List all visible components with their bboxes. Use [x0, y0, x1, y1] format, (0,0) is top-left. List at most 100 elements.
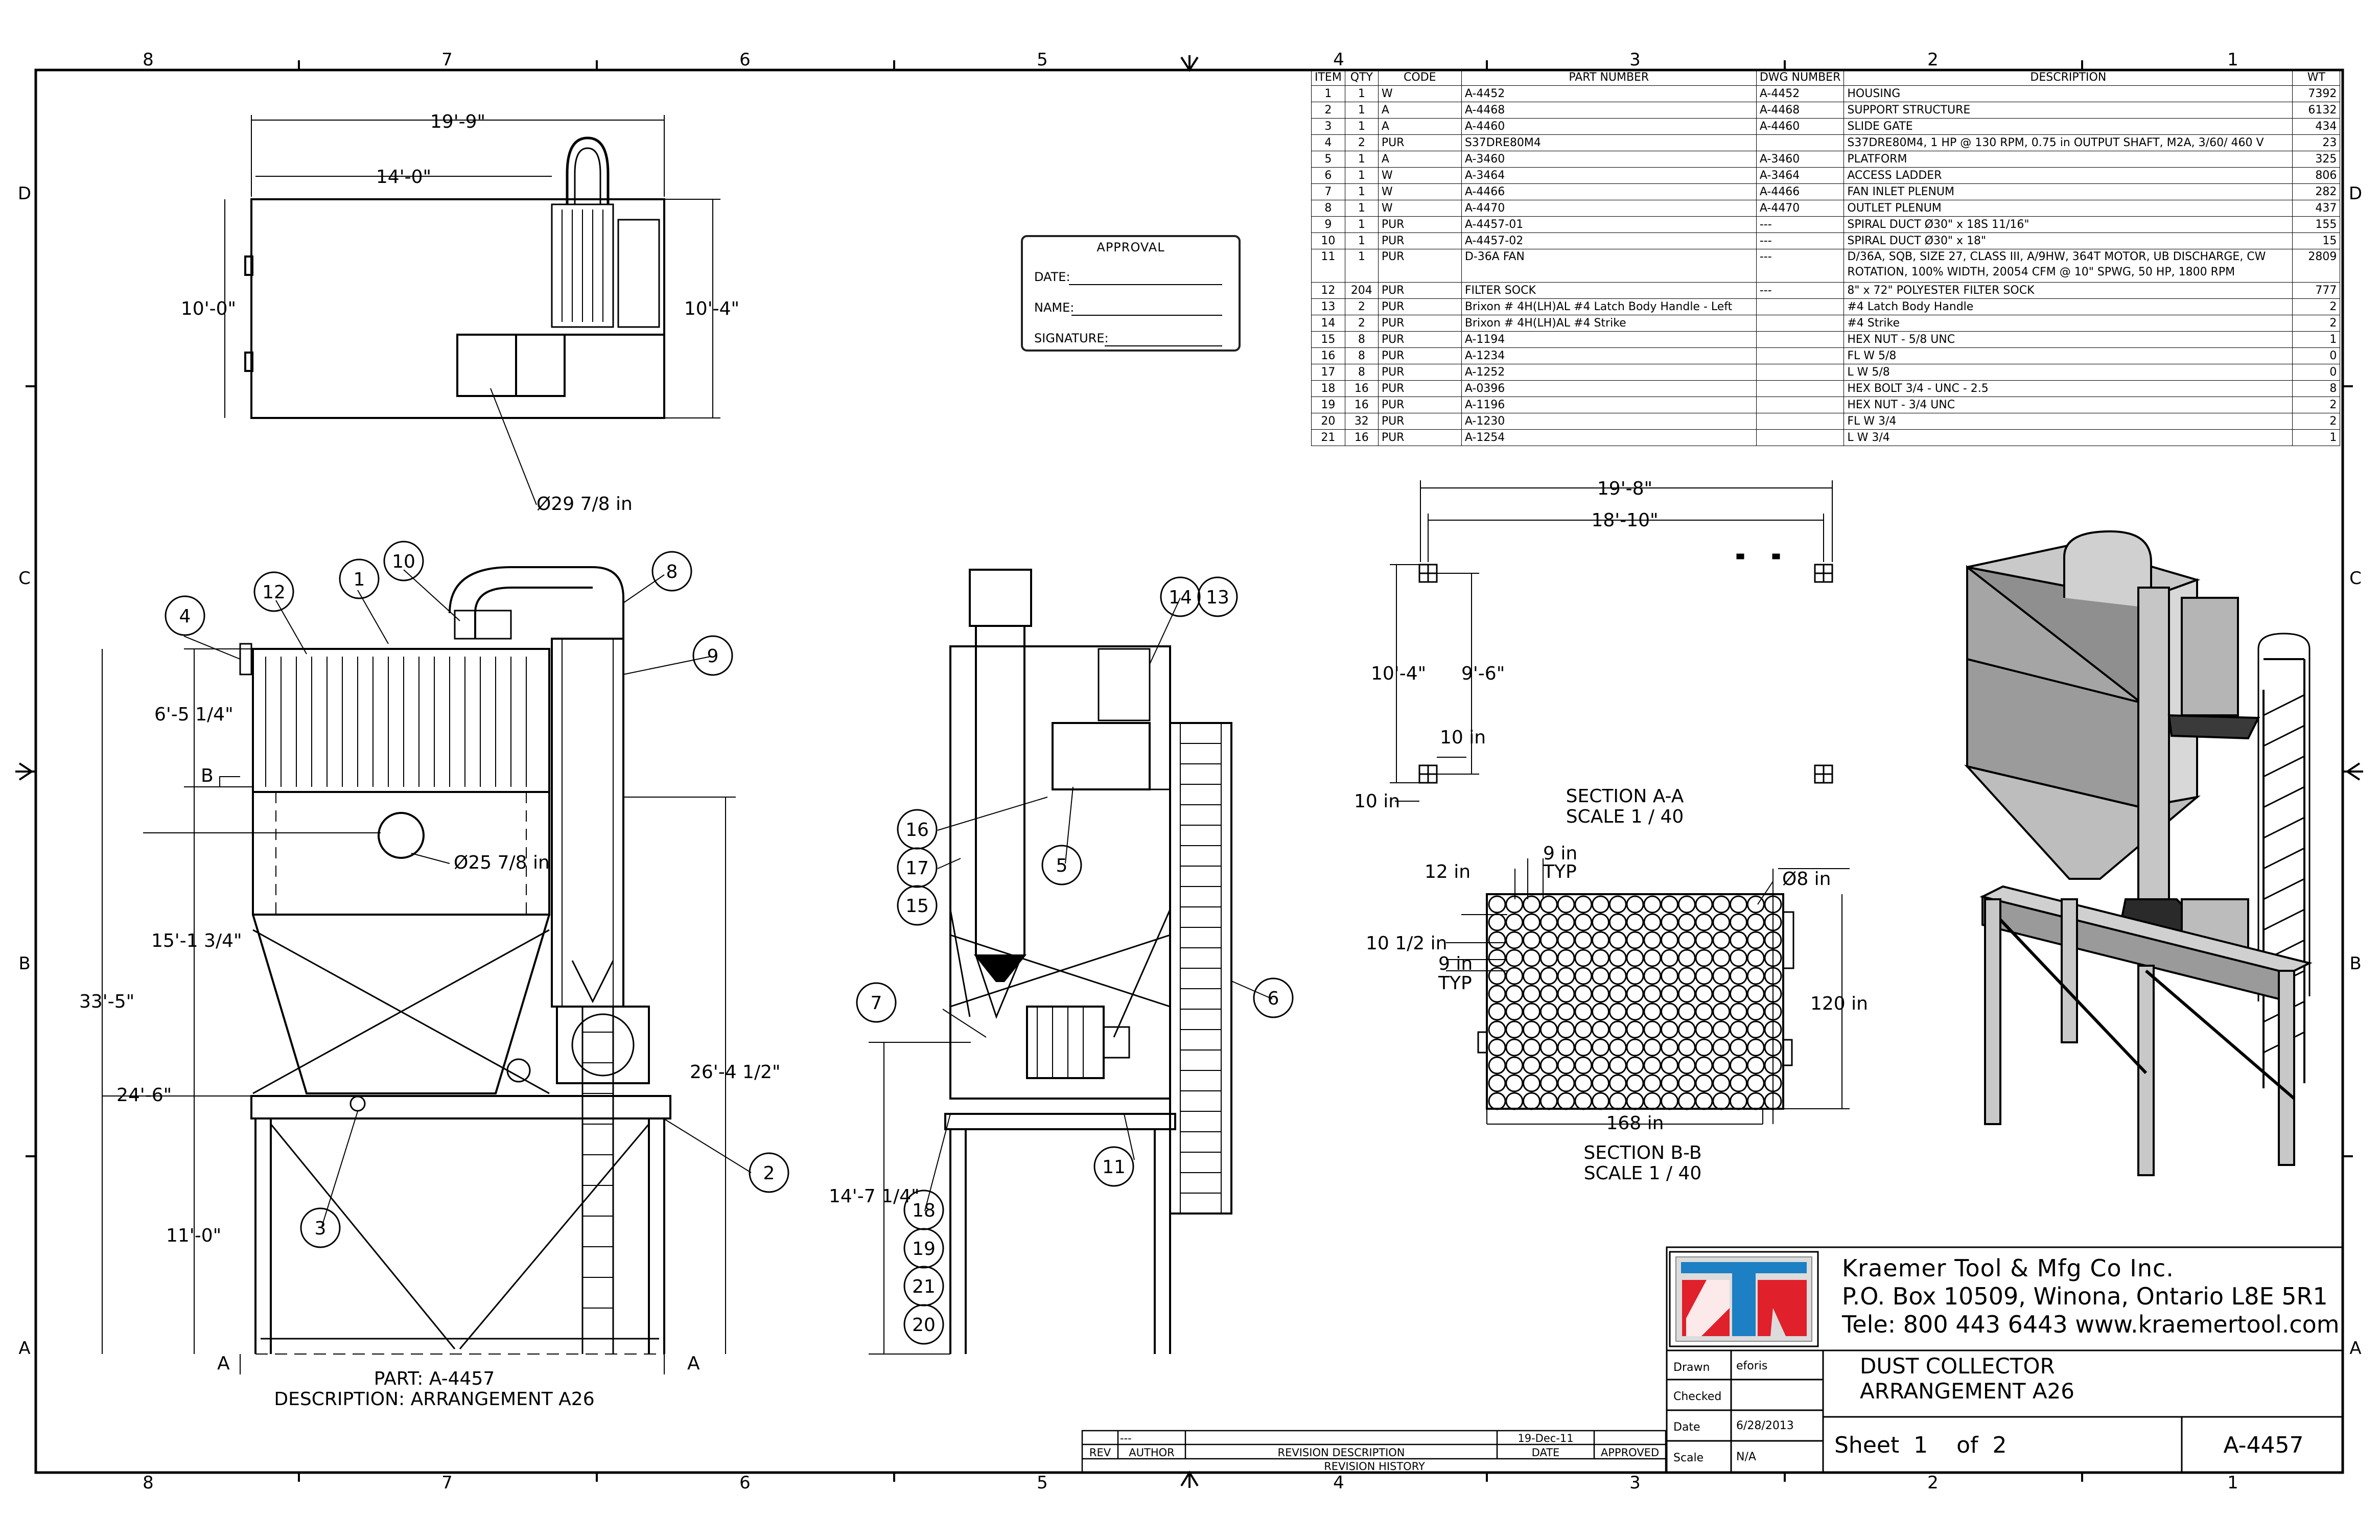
filter-sock-circle	[1592, 1074, 1609, 1092]
filter-sock-circle	[1574, 1002, 1593, 1021]
bom-cell-wt: 155	[2292, 216, 2341, 233]
filter-sock-circle	[1764, 1038, 1782, 1057]
zone-labels: 8 7 6 5 4 3 2 1 8 7 6 5 4 3 2 1 D C B A …	[18, 50, 2362, 1493]
approval-name-line[interactable]	[1071, 315, 1222, 316]
rev-date-label: DATE	[1532, 1446, 1560, 1459]
bom-cell-part-number: A-4452	[1461, 85, 1757, 102]
bom-cell-part-number: A-4457-01	[1461, 216, 1757, 233]
bom-cell-qty: 1	[1344, 85, 1379, 102]
filter-sock-circle	[1626, 1092, 1644, 1110]
bom-cell-item: 4	[1311, 134, 1345, 151]
approval-signature-line[interactable]	[1105, 345, 1222, 346]
filter-sock-circle	[1539, 1002, 1558, 1021]
side-view	[869, 569, 1273, 1355]
bom-cell-wt: 8	[2292, 380, 2341, 397]
bom-cell-description: S37DRE80M4, 1 HP @ 130 RPM, 0.75 in OUTP…	[1844, 134, 2293, 151]
bom-cell-description: FL W 3/4	[1844, 413, 2293, 430]
bom-cell-item: 1	[1311, 85, 1345, 102]
rev-history-label: REVISION HISTORY	[1324, 1460, 1425, 1473]
filter-sock-circle	[1557, 1092, 1575, 1110]
bom-cell-description: SUPPORT STRUCTURE	[1844, 102, 2293, 119]
filter-sock-circle	[1730, 967, 1747, 985]
filter-sock-circle	[1592, 1002, 1609, 1021]
front-view	[102, 566, 752, 1374]
filter-sock-circle	[1626, 1056, 1644, 1075]
bom-cell-item: 13	[1311, 298, 1345, 315]
bom-cell-qty: 16	[1344, 429, 1379, 446]
bom-cell-part-number: A-3460	[1461, 151, 1757, 168]
bom-cell-qty: 1	[1344, 102, 1379, 119]
bom-cell-item: 20	[1311, 413, 1345, 430]
bom-cell-part-number: A-1194	[1461, 331, 1757, 348]
revision-block	[1081, 1430, 1667, 1474]
filter-sock-circle	[1488, 1074, 1506, 1092]
bom-cell-wt: 0	[2292, 364, 2341, 381]
filter-sock-circle	[1643, 1002, 1662, 1021]
bom-cell-qty: 1	[1344, 249, 1379, 283]
bom-cell-code: PUR	[1378, 232, 1462, 249]
filter-sock-circle	[1557, 1074, 1575, 1092]
filter-sock-circle	[1677, 895, 1696, 914]
filter-sock-circle	[1677, 1092, 1696, 1110]
filter-sock-circle	[1539, 1092, 1558, 1110]
filter-sock-circle	[1523, 1092, 1541, 1110]
bom-cell-wt: 282	[2292, 183, 2341, 200]
filter-sock-circle	[1730, 895, 1747, 914]
bom-header-wt: WT	[2292, 69, 2341, 86]
bom-cell-dwg-number	[1756, 347, 1845, 364]
bom-cell-wt: 0	[2292, 347, 2341, 364]
filter-sock-circle	[1661, 913, 1678, 931]
filter-sock-circle	[1608, 895, 1627, 914]
bom-header-item: ITEM	[1311, 69, 1345, 86]
bom-cell-wt: 437	[2292, 200, 2341, 217]
filter-sock-circle	[1695, 949, 1713, 967]
bom-cell-wt: 434	[2292, 118, 2341, 135]
callout-12: 12	[262, 582, 286, 603]
filter-sock-circle	[1661, 1074, 1678, 1092]
filter-sock-circle	[1608, 985, 1627, 1003]
filter-sock-circle	[1746, 913, 1765, 931]
filter-sock-circle	[1677, 985, 1696, 1003]
bom-cell-item: 12	[1311, 282, 1345, 299]
bom-cell-description: FAN INLET PLENUM	[1844, 183, 2293, 200]
company-name: Kraemer Tool & Mfg Co Inc.	[1842, 1254, 2174, 1282]
filter-sock-circle	[1764, 1074, 1782, 1092]
filter-sock-circle	[1643, 895, 1662, 914]
bom-cell-dwg-number: ---	[1756, 216, 1845, 233]
bom-cell-item: 19	[1311, 396, 1345, 413]
bom-cell-dwg-number: ---	[1756, 249, 1845, 283]
filter-sock-circle	[1574, 1020, 1593, 1039]
zone-bottom-8: 8	[143, 1473, 154, 1493]
bom-cell-qty: 2	[1344, 298, 1379, 315]
filter-sock-circle	[1608, 967, 1627, 985]
filter-sock-circle	[1488, 1020, 1506, 1039]
filter-sock-circle	[1523, 1074, 1541, 1092]
filter-sock-circle	[1661, 967, 1678, 985]
filter-sock-circle	[1643, 1020, 1662, 1039]
callout-16: 16	[905, 820, 929, 841]
filter-sock-circle	[1643, 931, 1662, 949]
filter-sock-circle	[1505, 1092, 1524, 1110]
bom-cell-qty: 2	[1344, 315, 1379, 332]
filter-sock-circle	[1677, 1020, 1696, 1039]
filter-sock-circle	[1712, 1038, 1731, 1057]
approval-date-line[interactable]	[1069, 284, 1222, 285]
bom-cell-part-number: A-4460	[1461, 118, 1757, 135]
bom-cell-code: PUR	[1378, 298, 1462, 315]
filter-sock-circle	[1730, 1092, 1747, 1110]
front-section-b: B	[201, 765, 214, 786]
bom-cell-dwg-number: A-4466	[1756, 183, 1845, 200]
top-dim-overall: 19'-9"	[430, 111, 485, 132]
filter-sock-circle	[1488, 1038, 1506, 1057]
filter-sock-circle	[1643, 1056, 1662, 1075]
filter-sock-circle	[1592, 949, 1609, 967]
zone-right-b: B	[2349, 953, 2361, 974]
filter-sock-circle	[1746, 1092, 1765, 1110]
filter-sock-circle	[1764, 1056, 1782, 1075]
filter-sock-circle	[1626, 913, 1644, 931]
bom-cell-wt: 2	[2292, 413, 2341, 430]
